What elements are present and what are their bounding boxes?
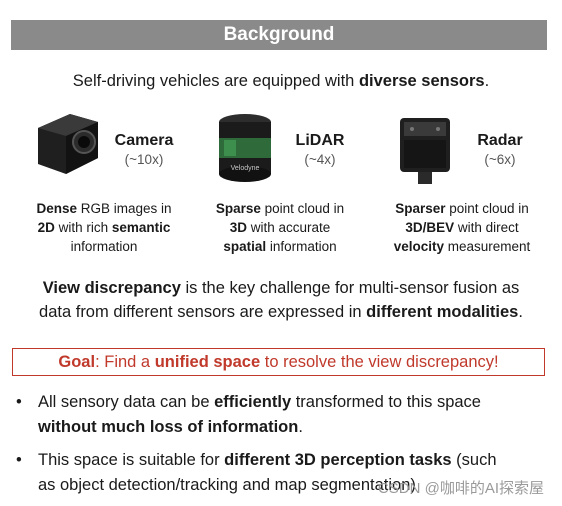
intro-post: . (484, 72, 490, 90)
sensor-name: Radar (477, 132, 523, 149)
challenge-statement: View discrepancy is the key challenge fo… (0, 276, 562, 324)
desc-text: RGB images in (76, 201, 172, 216)
bullet-text: transformed to this space (291, 393, 481, 411)
bullet-bold: different 3D perception tasks (224, 451, 452, 469)
desc-text: with accurate (246, 220, 331, 235)
desc-bold: 3D/BEV (405, 220, 455, 235)
desc-bold: Sparse (215, 201, 261, 216)
desc-bold: spatial (223, 239, 267, 254)
lidar-brand-text: Velodyne (231, 165, 260, 172)
intro-pre: Self-driving vehicles are equipped with (72, 72, 359, 90)
challenge-bold: View discrepancy (42, 279, 181, 297)
desc-text: point cloud in (260, 201, 345, 216)
bullet-text: . (298, 418, 303, 436)
desc-text: information (70, 239, 138, 254)
desc-bold: Sparser (395, 201, 446, 216)
camera-description: Dense RGB images in 2D with rich semanti… (14, 199, 194, 256)
challenge-text: . (518, 303, 523, 321)
challenge-text: is the key challenge for multi-sensor fu… (180, 279, 520, 297)
section-banner: Background (11, 20, 547, 50)
goal-text: to resolve the view discrepancy! (260, 352, 499, 371)
banner-title: Background (223, 24, 335, 45)
intro-bold: diverse sensors (358, 72, 485, 90)
intro-text: Self-driving vehicles are equipped with … (0, 72, 562, 91)
bullet-dot: • (16, 393, 22, 411)
bullet-dot: • (16, 451, 22, 469)
goal-box: Goal: Find a unified space to resolve th… (12, 348, 545, 376)
sensor-name: Camera (114, 132, 174, 149)
desc-bold: 3D (229, 220, 247, 235)
desc-bold: semantic (111, 220, 171, 235)
radar-icon (392, 114, 458, 195)
desc-text: measurement (443, 239, 531, 254)
camera-icon (28, 108, 104, 189)
sensor-name: LiDAR (295, 132, 345, 149)
desc-text: information (266, 239, 337, 254)
watermark: CSDN @咖啡的AI探索屋 (377, 480, 544, 497)
goal-label: Goal (58, 352, 96, 371)
desc-text: point cloud in (445, 201, 529, 216)
sensor-count: (~4x) (304, 152, 336, 167)
goal-text: : Find a (95, 352, 155, 371)
goal-bold: unified space (154, 352, 261, 371)
sensor-count: (~6x) (484, 152, 516, 167)
desc-text: with direct (454, 220, 519, 235)
desc-bold: velocity (393, 239, 444, 254)
bullet-bold: efficiently (214, 393, 292, 411)
bullet-list: • All sensory data can be efficiently tr… (16, 390, 546, 506)
list-item: • All sensory data can be efficiently tr… (16, 390, 546, 440)
list-item: • This space is suitable for different 3… (16, 448, 546, 498)
desc-text: with rich (54, 220, 112, 235)
lidar-description: Sparse point cloud in 3D with accurate s… (190, 199, 370, 256)
challenge-bold: different modalities (366, 303, 519, 321)
challenge-text: data from different sensors are expresse… (39, 303, 367, 321)
bullet-text: All sensory data can be (38, 393, 215, 411)
desc-bold: 2D (37, 220, 55, 235)
bullet-text: This space is suitable for (38, 451, 225, 469)
lidar-icon: Velodyne (212, 112, 278, 193)
sensor-count: (~10x) (124, 152, 164, 167)
bullet-text: as object detection/tracking and map seg… (38, 476, 416, 494)
bullet-bold: without much loss of information (38, 418, 299, 436)
desc-bold: Dense (36, 201, 77, 216)
bullet-text: (such (451, 451, 497, 469)
radar-description: Sparser point cloud in 3D/BEV with direc… (372, 199, 552, 256)
